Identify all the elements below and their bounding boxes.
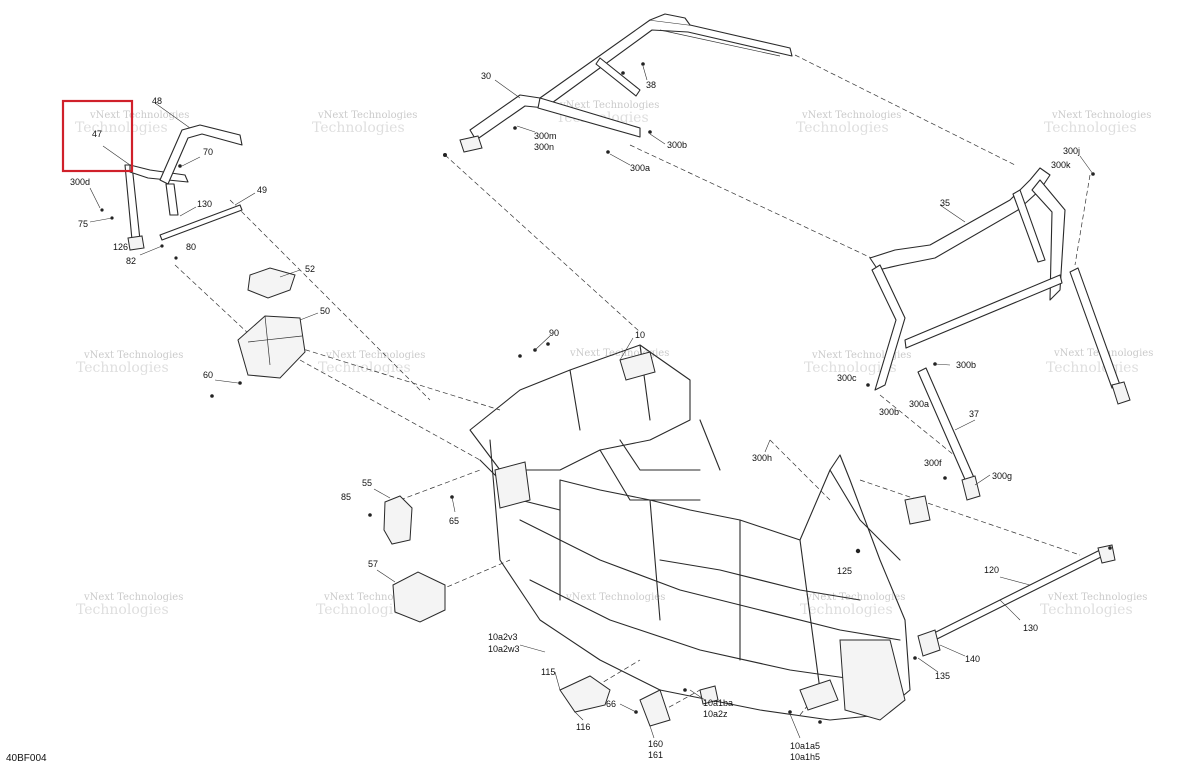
callout-10a2v3: 10a2v3 [488,632,518,642]
callout-300j: 300j [1063,146,1080,156]
callout-55: 55 [362,478,372,488]
callout-126: 126 [113,242,128,252]
watermark: vNext Technologies [325,350,425,361]
callout-10a1a5: 10a1a5 [790,741,820,751]
callout-300k: 300k [1051,160,1071,170]
watermark: Technologies [75,120,168,136]
callout-50: 50 [320,306,330,316]
callout-300b-mid1: 300b [956,360,976,370]
bracket-50-52 [210,267,306,398]
watermark: Technologies [312,120,405,136]
callout-labels: 30 38 300m 300n 300b 300a 48 47 70 300d … [70,71,1080,762]
bracket-55-57 [368,495,454,623]
watermark: vNext Technologies [1047,592,1147,603]
roof-bar-assembly [443,13,793,157]
watermark: vNext Technologies [323,592,423,603]
callout-300m: 300m [534,131,557,141]
side-bar-47-48 [100,124,243,260]
callout-75: 75 [78,219,88,229]
callout-120: 120 [984,565,999,575]
callout-66: 66 [606,699,616,709]
watermark: Technologies [318,360,411,376]
callout-300g: 300g [992,471,1012,481]
callout-300n: 300n [534,142,554,152]
watermark: Technologies [796,120,889,136]
callout-52: 52 [305,264,315,274]
watermarks: vNext Technologies Technologies vNext Te… [75,100,1153,618]
callout-37: 37 [969,409,979,419]
callout-60: 60 [203,370,213,380]
callout-116: 116 [576,722,590,732]
callout-10a2w3: 10a2w3 [488,644,520,654]
callout-125: 125 [837,566,852,576]
callout-300c: 300c [837,373,857,383]
callout-48: 48 [152,96,162,106]
callout-80: 80 [186,242,196,252]
watermark: Technologies [800,602,893,618]
callout-10a2z: 10a2z [703,709,728,719]
watermark: vNext Technologies [317,110,417,121]
callout-85: 85 [341,492,351,502]
callout-38: 38 [646,80,656,90]
callout-65: 65 [449,516,459,526]
callout-160: 160 [648,739,663,749]
callout-140: 140 [965,654,980,664]
watermark: Technologies [804,360,897,376]
callout-82: 82 [126,256,136,266]
watermark: Technologies [76,602,169,618]
highlight-box-47 [61,99,134,173]
assembly-guide-lines [174,54,1091,716]
callout-49: 49 [257,185,267,195]
callout-70: 70 [203,147,213,157]
main-chassis-frame [469,342,911,721]
watermark: vNext Technologies [89,110,189,121]
watermark: vNext Technologies [805,592,905,603]
callout-300a-top: 300a [630,163,650,173]
callout-130-top: 130 [197,199,212,209]
watermark: vNext Technologies [811,350,911,361]
watermark: vNext Technologies [801,110,901,121]
watermark: vNext Technologies [1051,110,1151,121]
callout-115: 115 [541,667,555,677]
callout-10a1h5: 10a1h5 [790,752,820,762]
callout-10a1ba: 10a1ba [703,698,733,708]
watermark: vNext Technologies [569,348,669,359]
callout-30: 30 [481,71,491,81]
watermark: vNext Technologies [559,100,659,111]
callout-135: 135 [935,671,950,681]
leader-lines [89,65,1094,739]
callout-161: 161 [648,750,663,760]
callout-57: 57 [368,559,378,569]
strut-37 [917,367,981,501]
callout-300f: 300f [924,458,942,468]
watermark: Technologies [1044,120,1137,136]
callout-300d: 300d [70,177,90,187]
callout-300a-mid: 300a [909,399,929,409]
watermark: Technologies [1046,360,1139,376]
watermark: Technologies [1040,602,1133,618]
rear-roll-cage [866,167,1131,405]
watermark: Technologies [316,602,409,618]
watermark: Technologies [76,360,169,376]
callout-300h: 300h [752,453,772,463]
callout-47: 47 [92,129,102,139]
watermark: vNext Technologies [565,592,665,603]
callout-90: 90 [549,328,559,338]
side-rail-120 [904,495,1116,660]
callout-130-right: 130 [1023,623,1038,633]
lower-brackets [559,675,822,727]
diagram-reference-code: 40BF004 [6,753,47,764]
callout-10: 10 [635,330,645,340]
watermark: vNext Technologies [83,350,183,361]
callout-35: 35 [940,198,950,208]
callout-300b-mid2: 300b [879,407,899,417]
callout-300b-top: 300b [667,140,687,150]
watermark: vNext Technologies [83,592,183,603]
